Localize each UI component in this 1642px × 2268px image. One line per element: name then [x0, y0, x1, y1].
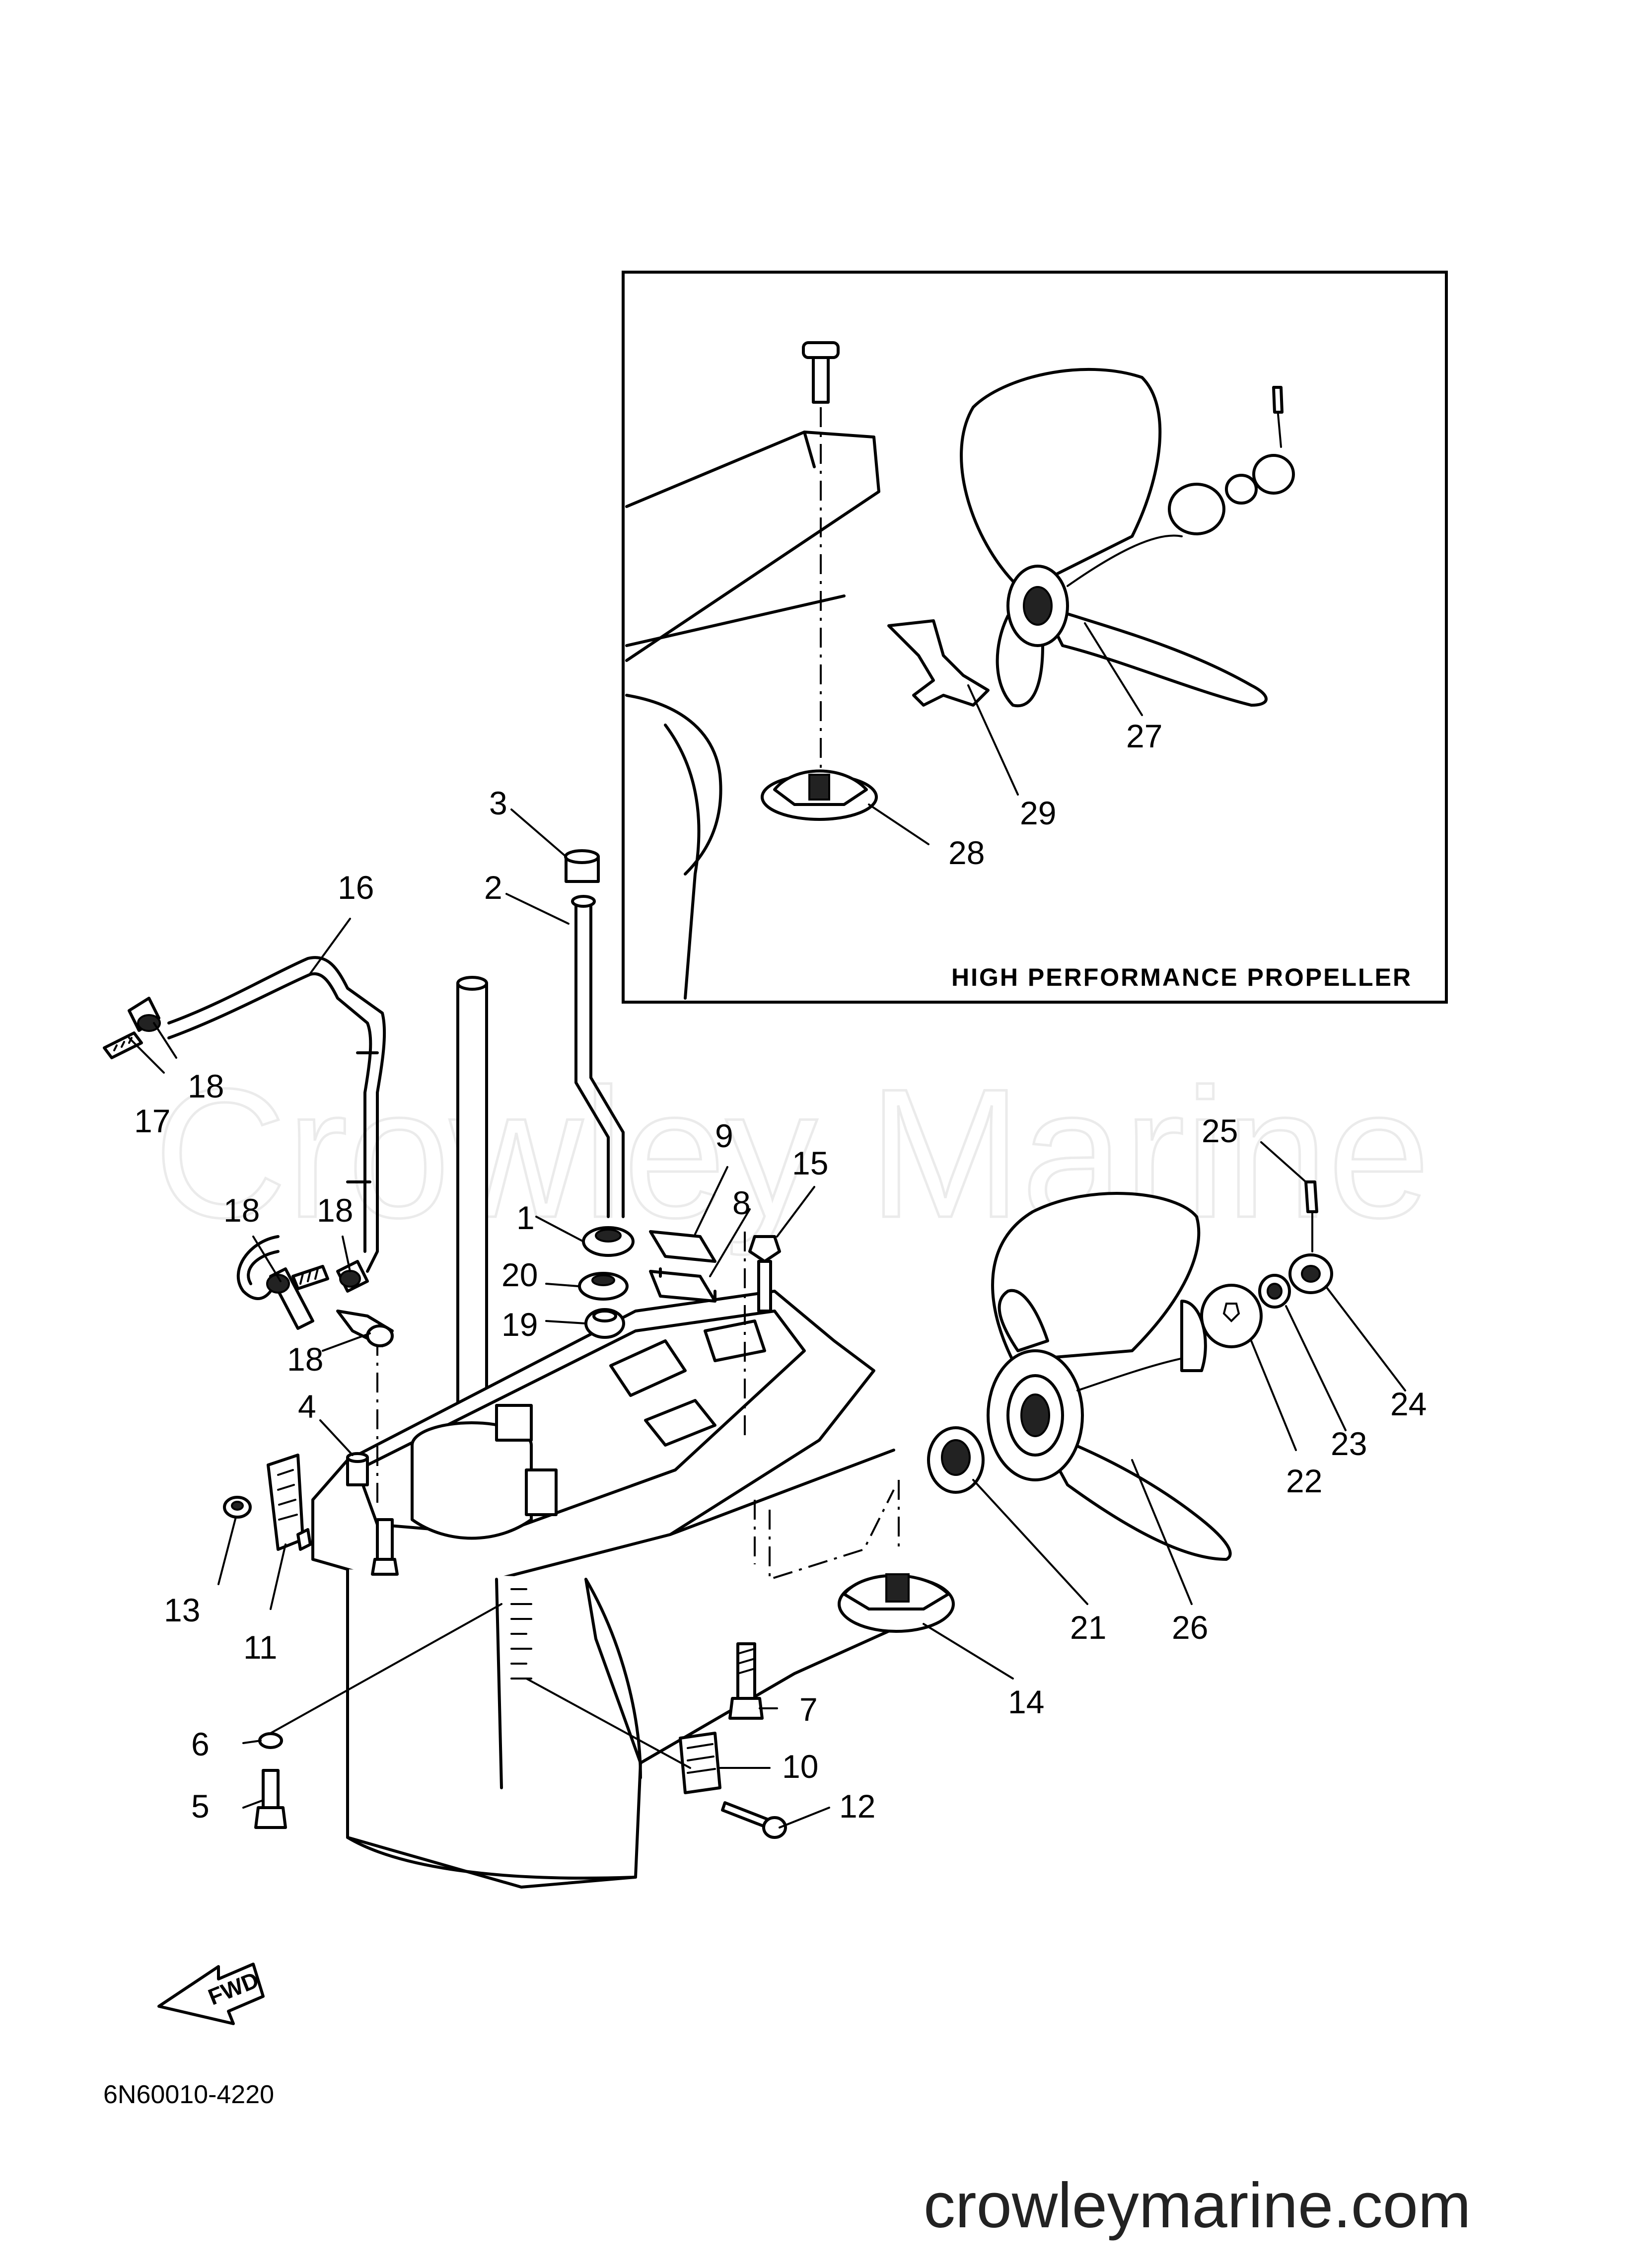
callout-15: 15: [792, 1145, 828, 1181]
callout-7: 7: [799, 1691, 818, 1728]
callout-17: 17: [134, 1102, 170, 1139]
hose-clip-18a: [128, 997, 161, 1032]
inset-title: HIGH PERFORMANCE PROPELLER: [951, 963, 1412, 991]
castle-nut-24: [1288, 1253, 1333, 1294]
inset-high-performance-propeller: 27 29 28 HIGH PERFORMANCE PROPELLER: [622, 271, 1448, 1004]
inset-spacer: [1168, 483, 1225, 535]
callout-6: 6: [191, 1726, 210, 1762]
callout-26: 26: [1172, 1609, 1208, 1646]
callout-22: 22: [1286, 1463, 1322, 1499]
hose-clip-bolt: [371, 1518, 399, 1576]
bolt-12: [721, 1801, 787, 1839]
callout-24: 24: [1390, 1386, 1427, 1422]
callout-29: 29: [1020, 795, 1056, 831]
water-intake-grille: [510, 1588, 532, 1680]
callout-19: 19: [501, 1306, 538, 1343]
hose-clip-18c: [336, 1260, 369, 1293]
washer-23: [1258, 1274, 1291, 1309]
bolt-5: [254, 1769, 287, 1829]
propeller: [987, 1192, 1232, 1561]
callout-1: 1: [516, 1199, 535, 1236]
hose-fitting-spring: [291, 1265, 329, 1290]
callout-18-c: 18: [317, 1192, 353, 1229]
water-tube: [574, 902, 610, 1218]
trim-tab-anode: [838, 1573, 955, 1633]
callout-3: 3: [489, 785, 507, 821]
inset-cotter-pin: [1272, 386, 1284, 414]
callout-12: 12: [839, 1788, 875, 1825]
nut-13: [223, 1496, 252, 1519]
cotter-pin-25: [1304, 1180, 1318, 1252]
callout-21: 21: [1070, 1609, 1106, 1646]
seal-collar: [584, 1308, 625, 1339]
callout-28: 28: [948, 834, 985, 871]
anode-11: [267, 1454, 312, 1551]
inset-propeller: [960, 367, 1268, 708]
callout-23: 23: [1331, 1425, 1367, 1462]
callout-25: 25: [1202, 1112, 1238, 1149]
leader-lines: [128, 808, 1406, 1829]
callout-27: 27: [1126, 718, 1162, 754]
water-tube-seal: [582, 1226, 635, 1257]
callout-13: 13: [164, 1592, 200, 1628]
cooling-hose: [167, 956, 386, 1300]
washer-6: [258, 1732, 283, 1749]
bolt-7: [728, 1642, 764, 1720]
inset-thrust-washer: [887, 619, 990, 707]
hose-clip-18b: [266, 1267, 314, 1330]
diagram-code: 6N60010-4220: [103, 2080, 274, 2109]
thrust-washer: [927, 1426, 985, 1494]
anode-10: [679, 1732, 721, 1794]
site-url: crowleymarine.com: [924, 2170, 1471, 2241]
bolt-15: [748, 1235, 781, 1313]
callout-2: 2: [484, 869, 502, 906]
dowel-pin: [346, 1452, 369, 1486]
callout-5: 5: [191, 1788, 210, 1825]
forward-direction-arrow: FWD: [157, 1963, 265, 2025]
drive-shaft: [456, 982, 488, 1442]
spacer-22: [1200, 1284, 1263, 1348]
inset-trim-tab-bolt: [802, 341, 840, 404]
rubber-plate-9: [649, 1230, 716, 1263]
callout-4: 4: [298, 1388, 316, 1425]
inset-washer: [1225, 474, 1258, 505]
callout-18-a: 18: [188, 1068, 224, 1104]
seal-retainer: [578, 1272, 629, 1301]
callout-16: 16: [338, 869, 374, 906]
callout-10: 10: [782, 1748, 818, 1785]
callout-20: 20: [501, 1256, 538, 1293]
callout-8: 8: [732, 1184, 751, 1221]
callouts: 3 2 16 18 17 9 15 8 25 18 18 1 20 19 18 …: [134, 785, 1427, 1825]
callout-18-d: 18: [287, 1341, 323, 1378]
callout-11: 11: [243, 1629, 278, 1666]
callout-9: 9: [715, 1117, 733, 1154]
callout-18-b: 18: [223, 1192, 260, 1229]
inset-trim-tab-anode: [761, 769, 878, 821]
inset-nut: [1252, 454, 1295, 495]
hose-clip-18d: [336, 1310, 394, 1347]
callout-14: 14: [1008, 1683, 1044, 1720]
